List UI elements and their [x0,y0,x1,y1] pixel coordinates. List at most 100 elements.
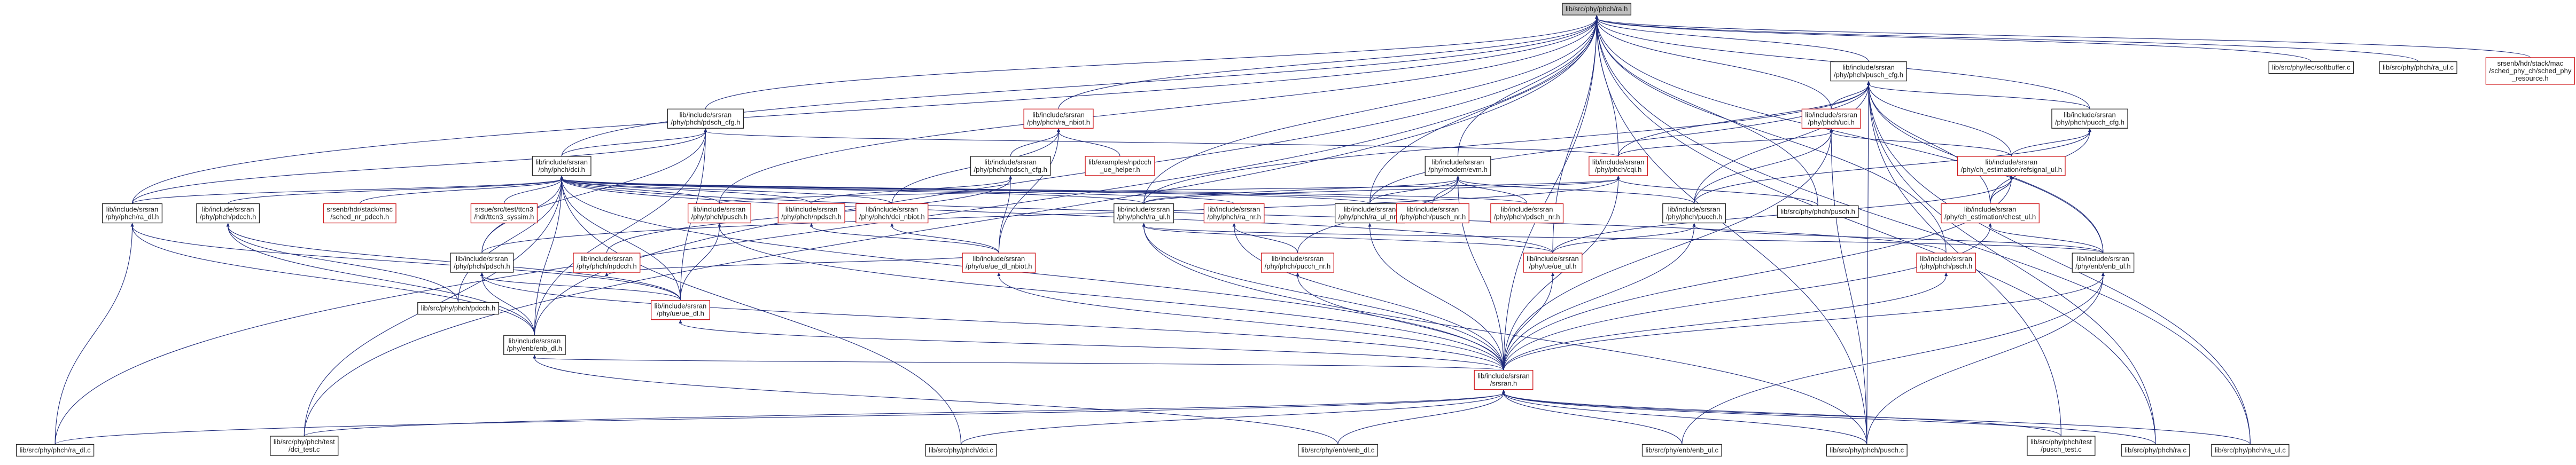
graph-node-ra-nbiot[interactable]: lib/include/srsran/phy/phch/ra_nbiot.h [1023,108,1094,129]
edge-line [1552,226,1695,254]
graph-node-pdsch-cfg[interactable]: lib/include/srsran/phy/phch/pdsch_cfg.h [667,108,744,129]
graph-node-pusch[interactable]: lib/include/srsran/phy/phch/pusch.h [687,203,751,224]
graph-node-pdsch[interactable]: lib/include/srsran/phy/phch/pdsch.h [450,253,514,273]
graph-node-ra-nr[interactable]: lib/include/srsran/phy/phch/ra_nr.h [1203,203,1265,224]
node-label-line: srsue/src/test/ttcn3 [475,206,533,214]
graph-node-sched-nr-pdcch[interactable]: srsenb/hdr/stack/mac/sched_nr_pdcch.h [323,203,396,224]
graph-node-dci[interactable]: lib/include/srsran/phy/phch/dci.h [532,156,592,176]
edge-line [534,357,1504,371]
node-label-line: lib/src/phy/phch/test [274,438,335,446]
node-label-line: /phy/ue/ue_ul.h [1529,262,1577,270]
graph-node-psch[interactable]: lib/include/srsran/phy/phch/psch.h [1916,253,1976,273]
node-label-line: lib/include/srsran [535,158,588,166]
graph-node-chest-ul[interactable]: lib/include/srsran/phy/ch_estimation/che… [1941,203,2040,224]
edge-line [131,18,1597,204]
edge-line [55,392,1504,445]
graph-node-ra-ul-c[interactable]: lib/src/phy/phch/ra_ul.c [2379,61,2457,74]
node-label-line: /phy/phch/dci.h [538,165,585,174]
node-box [503,335,566,355]
graph-node-pusch-nr[interactable]: lib/include/srsran/phy/phch/pusch_nr.h [1396,203,1469,224]
edge-srsran-h-to-enb-ul [1503,272,2105,371]
graph-node-pucch-cfg[interactable]: lib/include/srsran/phy/phch/pucch_cfg.h [2051,108,2128,129]
graph-node-ra-ul-nr[interactable]: lib/include/srsran/phy/phch/ra_ul_nr.h [1334,203,1405,224]
graph-node-enb-ul[interactable]: lib/include/srsran/phy/enb/enb_ul.h [2072,253,2135,273]
edge-chest-ul-to-chest-sl-ref [1990,175,2013,204]
node-box [2051,108,2128,129]
node-label-line: lib/src/phy/phch/ra.c [2124,446,2186,454]
graph-node-sched-phy-resource[interactable]: srsenb/hdr/stack/mac/sched_phy_ch/sched_… [2485,57,2575,85]
edge-srsran-h-to-pucch [1503,223,1696,371]
node-label-line: /phy/phch/pdcch.h [200,213,256,221]
node-label-line: lib/include/srsran [1527,255,1579,263]
node-label-line: lib/include/srsran [1501,206,1553,214]
node-box [2072,253,2135,273]
graph-node-pucch[interactable]: lib/include/srsran/phy/phch/pucch.h [1662,203,1726,224]
graph-node-uci[interactable]: lib/include/srsran/phy/phch/uci.h [1801,108,1861,129]
graph-node-modem-evm[interactable]: lib/include/srsran/phy/modem/evm.h [1425,156,1491,176]
graph-node-root[interactable]: lib/src/phy/phch/ra.h [1562,3,1632,15]
graph-node-mac-test-pdcch[interactable]: lib/include/srsran/phy/phch/pdcch.h [196,203,260,224]
graph-node-npdsch[interactable]: lib/include/srsran/phy/phch/npdsch.h [777,203,845,224]
graph-node-npdsch-cfg[interactable]: lib/include/srsran/phy/phch/npdsch_cfg.h [970,156,1051,176]
graph-node-ue-dl[interactable]: lib/include/srsran/phy/ue/ue_dl.h [651,300,710,320]
graph-node-dci-nbiot[interactable]: lib/include/srsran/phy/phch/dci_nbiot.h [855,203,929,224]
node-box [323,203,396,224]
edge-ue-ul-to-pucch [1552,223,1696,254]
graph-node-ue-ul[interactable]: lib/include/srsran/phy/ue/ue_ul.h [1523,253,1583,273]
graph-node-pucch-nr[interactable]: lib/include/srsran/phy/phch/pucch_nr.h [1261,253,1334,273]
graph-node-pusch-cc[interactable]: lib/src/phy/phch/pusch.c [1826,444,1908,457]
node-box [855,203,929,224]
graph-node-npdcch[interactable]: lib/include/srsran/phy/phch/npdcch.h [573,253,641,273]
graph-node-pusch-cfg[interactable]: lib/include/srsran/phy/phch/pusch_cfg.h [1830,61,1907,82]
graph-node-cqi[interactable]: lib/include/srsran/phy/phch/cqi.h [1589,156,1648,176]
node-label-line: /hdr/ttcn3_syssim.h [474,213,534,221]
edge-pdcch-ue-helper-to-ra-nbiot [1057,128,1120,157]
edge-line [1596,18,1832,109]
edge-line [1143,84,1869,204]
edge-srsran-h-to-chest-sl-ref [1503,175,2013,371]
graph-node-pusch-c[interactable]: lib/src/phy/phch/pusch.h [1777,205,1859,218]
edge-line [1868,84,2156,445]
edge-line [1503,226,1695,371]
graph-node-pdcch-c[interactable]: lib/src/phy/phch/pdcch.h [417,302,499,315]
edge-dci-test-to-root [303,15,1599,437]
node-label-line: /phy/phch/pusch.h [691,213,748,221]
graph-node-ra-ul[interactable]: lib/include/srsran/phy/phch/ra_ul.h [1114,203,1174,224]
graph-node-pdsch-nr[interactable]: lib/include/srsran/phy/phch/pdsch_nr.h [1490,203,1564,224]
edge-line [719,178,1619,204]
edge-ra-ul-to-pusch-cfg [1143,81,1871,204]
graph-node-pusch-test[interactable]: lib/src/phy/phch/test/pusch_test.c [2027,436,2096,456]
edge-line [534,178,562,336]
edge-line [457,178,562,303]
graph-node-ra-dl-c[interactable]: lib/src/phy/phch/ra_dl.c [16,444,95,457]
graph-node-ra-dl[interactable]: lib/include/srsran/phy/phch/ra_dl.h [102,203,162,224]
edge-pusch-test-to-srsran-h [1502,389,2061,437]
graph-node-enb-ul-c[interactable]: lib/src/phy/enb/enb_ul.c [1641,444,1722,457]
node-label-line: /phy/phch/pdsch_cfg.h [671,118,740,126]
graph-node-dci-test[interactable]: lib/src/phy/phch/test/dci_test.c [270,436,339,456]
edge-ra-ul-cc-to-root [1595,15,2251,445]
graph-node-ue-dl-nbiot[interactable]: lib/include/srsran/phy/ue/ue_dl_nbiot.h [962,253,1036,273]
graph-node-srsran-h[interactable]: lib/include/srsran/srsran.h [1474,370,1534,390]
graph-node-dci-c[interactable]: lib/src/phy/phch/dci.c [925,444,997,457]
node-box [1523,253,1583,273]
graph-node-ra-ul-cc[interactable]: lib/src/phy/phch/ra_ul.c [2211,444,2290,457]
edge-enb-ul-to-chest-ul [1988,223,2104,254]
node-box [962,253,1036,273]
node-label-line: lib/src/phy/phch/pusch.c [1830,446,1904,454]
graph-node-ra-c[interactable]: lib/src/phy/phch/ra.c [2121,444,2190,457]
node-label-line: /phy/phch/ra_dl.h [106,213,159,221]
graph-node-pdcch-ue-helper[interactable]: lib/examples/npdcch_ue_helper.h [1085,156,1155,176]
graph-node-cs-ue-test[interactable]: srsue/src/test/ttcn3/hdr/ttcn3_syssim.h [470,203,538,224]
graph-node-softbuffer-c[interactable]: lib/src/phy/fec/softbuffer.c [2268,61,2354,74]
edge-pusch-cc-to-root [1595,15,1867,445]
graph-node-chest-sl-ref[interactable]: lib/include/srsran/phy/ch_estimation/ref… [1957,156,2066,176]
edge-line [1297,275,1504,371]
graph-node-enb-dl-c[interactable]: lib/src/phy/enb/enb_dl.c [1298,444,1378,457]
edge-ue-dl-nbiot-to-dci-nbiot [890,223,999,254]
node-box [1562,3,1632,15]
edge-enb-ul-to-ra-ul [1142,223,2104,254]
node-label-line: /phy/phch/npdsch_cfg.h [974,165,1047,174]
graph-node-enb-dl[interactable]: lib/include/srsran/phy/enb/enb_dl.h [503,335,566,355]
edge-cs-ue-test-to-dci [503,175,564,204]
